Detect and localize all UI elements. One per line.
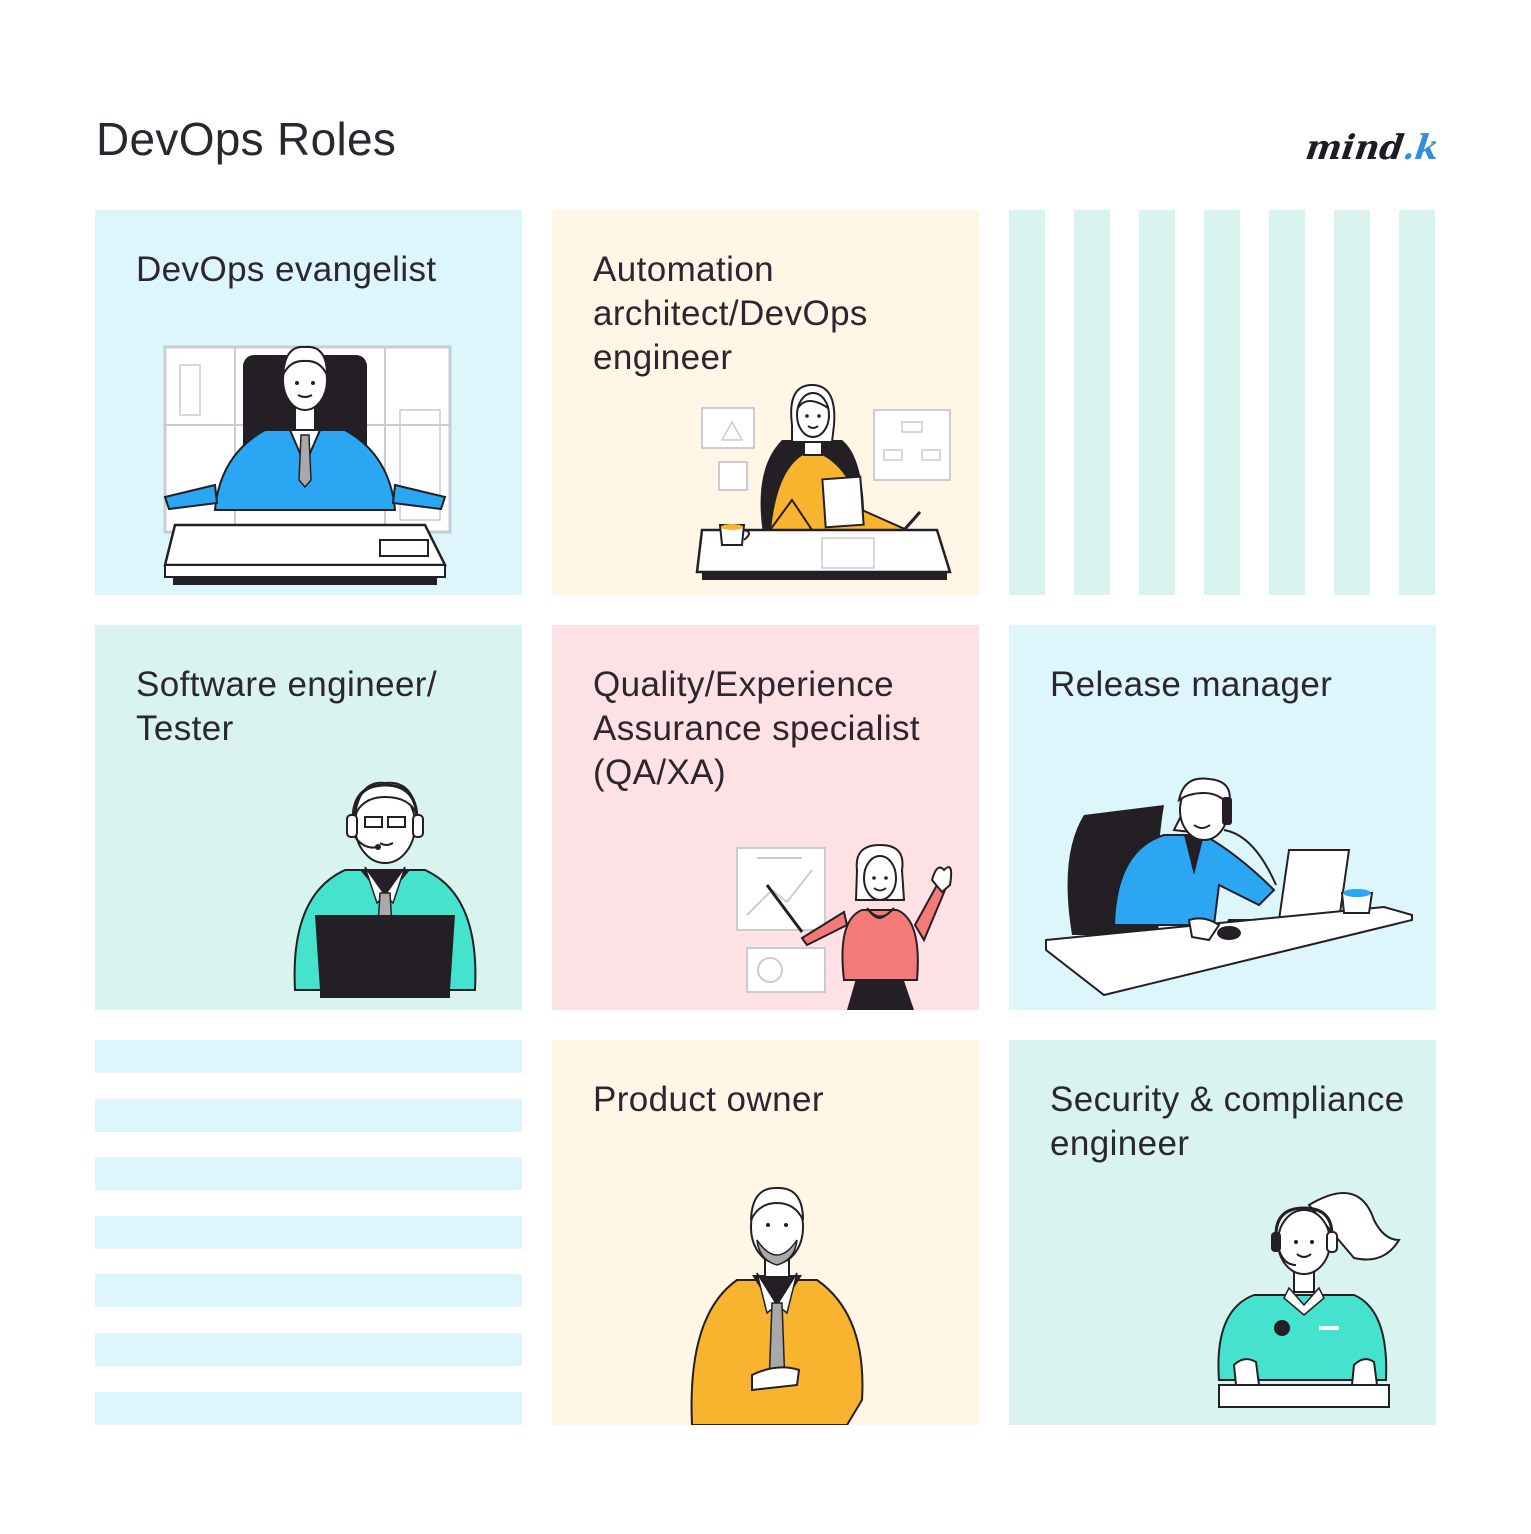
man-on-phone-at-laptop-icon <box>1045 777 1413 997</box>
role-card-qa-specialist: Quality/Experience Assurance specialist … <box>552 625 979 1010</box>
mindk-logo: mind.k <box>1300 112 1442 174</box>
logo-text: mind <box>1303 128 1407 168</box>
man-at-desk-presenting-icon <box>163 345 452 585</box>
role-label: Product owner <box>593 1080 824 1119</box>
bearded-man-in-suit-icon <box>690 1186 864 1425</box>
decorative-vertical-stripes <box>1009 210 1436 595</box>
role-card-automation-architect: Automation architect/DevOps engineer <box>552 210 979 595</box>
role-label: Automation architect/DevOps engineer <box>593 250 868 377</box>
decorative-horizontal-stripes <box>95 1040 522 1425</box>
page-title: DevOps Roles <box>96 113 397 165</box>
role-card-security-engineer: Security & compliance engineer <box>1009 1040 1436 1425</box>
role-label: Security & compliance engineer <box>1050 1080 1405 1163</box>
role-card-release-manager: Release manager <box>1009 625 1436 1010</box>
man-with-headset-and-laptop-icon <box>293 781 477 998</box>
woman-at-desk-with-diagrams-icon <box>695 383 952 580</box>
role-card-devops-evangelist: DevOps evangelist <box>95 210 522 595</box>
role-label: Release manager <box>1050 665 1333 704</box>
role-card-product-owner: Product owner <box>552 1040 979 1425</box>
woman-presenting-chart-icon <box>736 843 953 1010</box>
logo-accent: .k <box>1400 128 1442 168</box>
role-label: Quality/Experience Assurance specialist … <box>593 665 921 792</box>
role-card-software-engineer: Software engineer/ Tester <box>95 625 522 1010</box>
woman-with-headset-and-keyboard-icon <box>1217 1192 1401 1408</box>
role-label: DevOps evangelist <box>136 250 437 289</box>
role-label: Software engineer/ Tester <box>136 665 437 748</box>
